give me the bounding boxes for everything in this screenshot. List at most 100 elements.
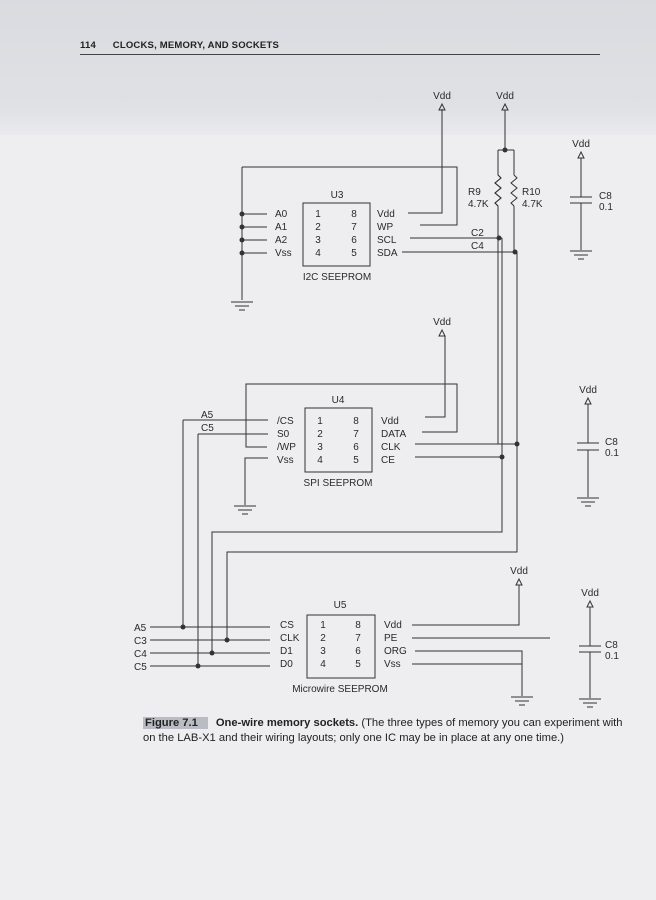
- schematic-label: U4: [332, 395, 345, 406]
- figure-label: Figure 7.1: [143, 717, 208, 729]
- net-c4: C4: [471, 241, 484, 252]
- schematic-label: C3: [134, 636, 147, 647]
- schematic-wire: [245, 383, 458, 448]
- u3-wiring: Vdd C2 C4: [230, 91, 514, 311]
- schematic-label: C8: [599, 191, 612, 202]
- schematic-label: 0.1: [599, 202, 613, 213]
- schematic-wire: [242, 213, 267, 254]
- u4-wiring: Vdd: [182, 317, 520, 666]
- schematic-label: S0: [277, 429, 290, 440]
- schematic-wire: [197, 433, 268, 666]
- schematic-label: 7: [353, 429, 359, 440]
- schematic-label: Vdd: [579, 385, 597, 396]
- pullup-resistors: Vdd R9 4.7K R10 4.7K: [211, 91, 543, 653]
- schematic-wire: [510, 696, 534, 706]
- schematic-label: C4: [134, 649, 147, 660]
- schematic-wire: [415, 443, 517, 458]
- schematic-label: 5: [351, 248, 357, 259]
- schematic-wire: [501, 103, 509, 111]
- schematic-label: SPI SEEPROM: [304, 478, 373, 489]
- schematic-label: C8: [605, 640, 618, 651]
- schematic-label: C8: [605, 437, 618, 448]
- figure-description: (The three types of memory you can exper…: [143, 717, 623, 744]
- schematic-label: A1: [275, 222, 288, 233]
- r9-value: 4.7K: [468, 199, 489, 210]
- schematic-wire: [412, 650, 523, 696]
- schematic-wire: [209, 650, 215, 656]
- schematic-wire: [239, 224, 245, 230]
- schematic-label: 1: [315, 209, 321, 220]
- chapter-title: CLOCKS, MEMORY, AND SOCKETS: [112, 40, 279, 51]
- schematic-label: ORG: [384, 646, 407, 657]
- schematic-wire: [438, 329, 446, 337]
- schematic-label: Vdd: [433, 91, 451, 102]
- schematic-wire: [408, 109, 443, 214]
- schematic-label: 3: [315, 235, 321, 246]
- schematic-wire: [150, 626, 270, 667]
- schematic-label: Vdd: [384, 620, 402, 631]
- schematic-label: 2: [315, 222, 321, 233]
- schematic-wire: [578, 698, 602, 708]
- schematic-label: DATA: [381, 429, 407, 440]
- schematic-label: PE: [384, 633, 398, 644]
- schematic-wire: [512, 249, 518, 255]
- schematic-wire: [577, 404, 599, 497]
- schematic-wire: [211, 206, 503, 653]
- schematic-label: Vdd: [377, 209, 395, 220]
- schematic-label: 8: [351, 209, 357, 220]
- schematic-label: Vdd: [381, 416, 399, 427]
- schematic-label: Vdd: [510, 566, 528, 577]
- u3-ref: U3: [331, 190, 344, 201]
- schematic-label: D1: [280, 646, 293, 657]
- schematic-wire: [306, 614, 376, 679]
- schematic-label: A0: [275, 209, 288, 220]
- schematic-wire: [515, 578, 523, 586]
- schematic-label: 0.1: [605, 651, 619, 662]
- schematic-label: 4: [315, 248, 321, 259]
- r10-value: 4.7K: [522, 199, 543, 210]
- capacitor-c8-middle: Vdd C8 0.1: [576, 385, 619, 507]
- schematic-wire: [304, 407, 373, 473]
- schematic-label: Vss: [275, 248, 292, 259]
- schematic-label: SDA: [377, 248, 398, 259]
- schematic-label: 8: [355, 620, 361, 631]
- schematic-label: 5: [353, 455, 359, 466]
- schematic-label: C5: [201, 423, 214, 434]
- schematic-label: 2: [317, 429, 323, 440]
- schematic-label: 4: [317, 455, 323, 466]
- schematic-wire: [576, 497, 600, 507]
- schematic-wire: [412, 585, 520, 626]
- schematic-label: Microwire SEEPROM: [292, 684, 388, 695]
- u3-i2c-seeprom: U3 1 2 3 4 8 7 6 5 A0 A1 A2 Vss Vdd WP S…: [275, 190, 398, 283]
- schematic-wire: [224, 637, 230, 643]
- schematic-label: CLK: [280, 633, 300, 644]
- schematic-label: CLK: [381, 442, 401, 453]
- schematic-wire: [180, 624, 186, 630]
- schematic-wire: [579, 607, 601, 698]
- schematic-label: A2: [275, 235, 288, 246]
- schematic-label: 3: [317, 442, 323, 453]
- schematic-label: Vdd: [572, 139, 590, 150]
- schematic-label: U5: [334, 600, 347, 611]
- schematic-wire: [502, 147, 508, 153]
- schematic-label: 1: [320, 620, 326, 631]
- schematic-label: Vdd: [581, 588, 599, 599]
- u5-microwire-seeprom: U5 1 2 3 4 8 7 6 5 CS CLK D1 D0 Vdd PE O…: [134, 600, 407, 695]
- schematic-label: 6: [355, 646, 361, 657]
- schematic-wire: [302, 202, 371, 267]
- schematic-wire: [584, 397, 592, 405]
- schematic-label: Vdd: [433, 317, 451, 328]
- schematic-wire: [510, 174, 518, 207]
- net-c2: C2: [471, 228, 484, 239]
- schematic-label: 6: [351, 235, 357, 246]
- schematic-wire: [233, 505, 257, 515]
- page-number: 114: [80, 40, 96, 51]
- schematic-label: D0: [280, 659, 293, 670]
- schematic-wire: [494, 174, 502, 207]
- schematic-wire: [239, 237, 245, 243]
- r10-ref: R10: [522, 187, 541, 198]
- schematic-wire: [182, 419, 268, 627]
- schematic-wire: [244, 457, 268, 505]
